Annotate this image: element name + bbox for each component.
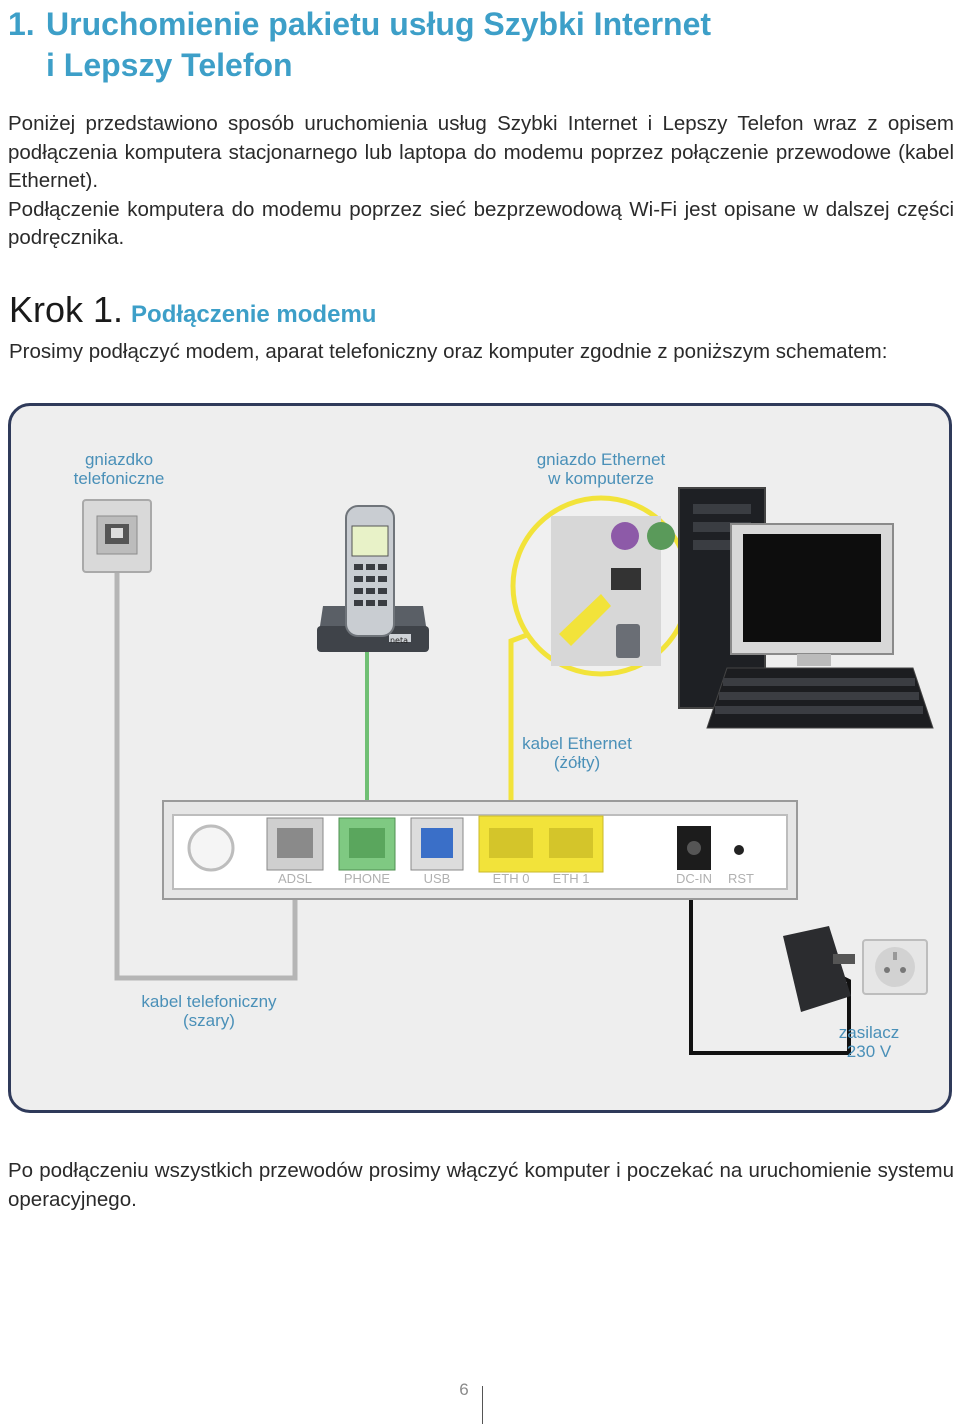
phone-brand: neta [390,636,408,645]
port-label-eth0: ETH 0 [493,871,530,886]
power-outlet-icon [862,939,928,995]
page-number-divider [482,1386,483,1424]
port-label-phone: PHONE [344,871,391,886]
chapter-title: 1. Uruchomienie pakietu usług Szybki Inte… [8,4,908,86]
page-number: 6 [459,1380,469,1399]
label-ethernet-cable: kabel Ethernet (żółty) [507,734,647,772]
ethernet-port-closeup-icon [510,495,692,677]
intro-text: Poniżej przedstawiono sposób uruchomieni… [8,110,954,253]
step-subtitle: Podłączenie modemu [131,301,377,328]
chapter-number: 1. [8,6,35,42]
label-ethernet-port-line1: gniazdo Ethernet [536,450,666,469]
port-label-eth1: ETH 1 [553,871,590,886]
label-ethernet-port: gniazdo Ethernet w komputerze [521,450,681,488]
label-wall-socket-line2: telefoniczne [73,469,165,488]
monitor-icon [730,523,894,666]
power-adapter-icon [783,926,855,1012]
label-phone-cable-line1: kabel telefoniczny [141,992,277,1011]
cordless-phone-icon: neta [317,505,429,652]
label-power-adapter: zasilacz 230 V [819,1023,919,1061]
step-heading: Krok 1. Podłączenie modemu [9,288,909,340]
label-phone-cable: kabel telefoniczny (szary) [129,992,289,1030]
label-ethernet-port-line2: w komputerze [548,469,654,488]
outro-text: Po podłączeniu wszystkich przewodów pros… [8,1159,954,1211]
label-power-adapter-line2: 230 V [846,1042,892,1061]
step-label: Krok 1. [9,289,124,330]
keyboard-icon [706,667,934,729]
intro-paragraph-1: Poniżej przedstawiono sposób uruchomieni… [8,112,954,192]
connection-diagram: neta [8,403,952,1113]
wall-socket-icon [82,499,152,573]
port-label-adsl: ADSL [278,871,312,886]
step-instruction: Prosimy podłączyć modem, aparat telefoni… [9,340,888,363]
label-wall-socket-line1: gniazdko [84,450,154,469]
diagram-graphics: neta [82,487,934,1055]
port-label-rst: RST [728,871,754,886]
phone-cable-gray [114,561,298,981]
intro-paragraph-2: Podłączenie komputera do modemu poprzez … [8,197,954,250]
label-ethernet-cable-line1: kabel Ethernet [522,734,632,753]
chapter-title-line2: i Lepszy Telefon [46,47,293,83]
label-power-adapter-line1: zasilacz [838,1023,900,1042]
reset-button-icon [734,845,744,855]
port-label-usb: USB [424,871,451,886]
port-label-dcin: DC-IN [676,871,712,886]
label-ethernet-cable-line2: (żółty) [553,753,601,772]
modem-back-panel: ADSL PHONE USB ETH 0 ETH 1 DC-IN RST [162,800,798,900]
label-wall-socket: gniazdko telefoniczne [59,450,179,488]
chapter-title-line1: Uruchomienie pakietu usług Szybki Intern… [46,6,712,42]
label-phone-cable-line2: (szary) [183,1011,235,1030]
